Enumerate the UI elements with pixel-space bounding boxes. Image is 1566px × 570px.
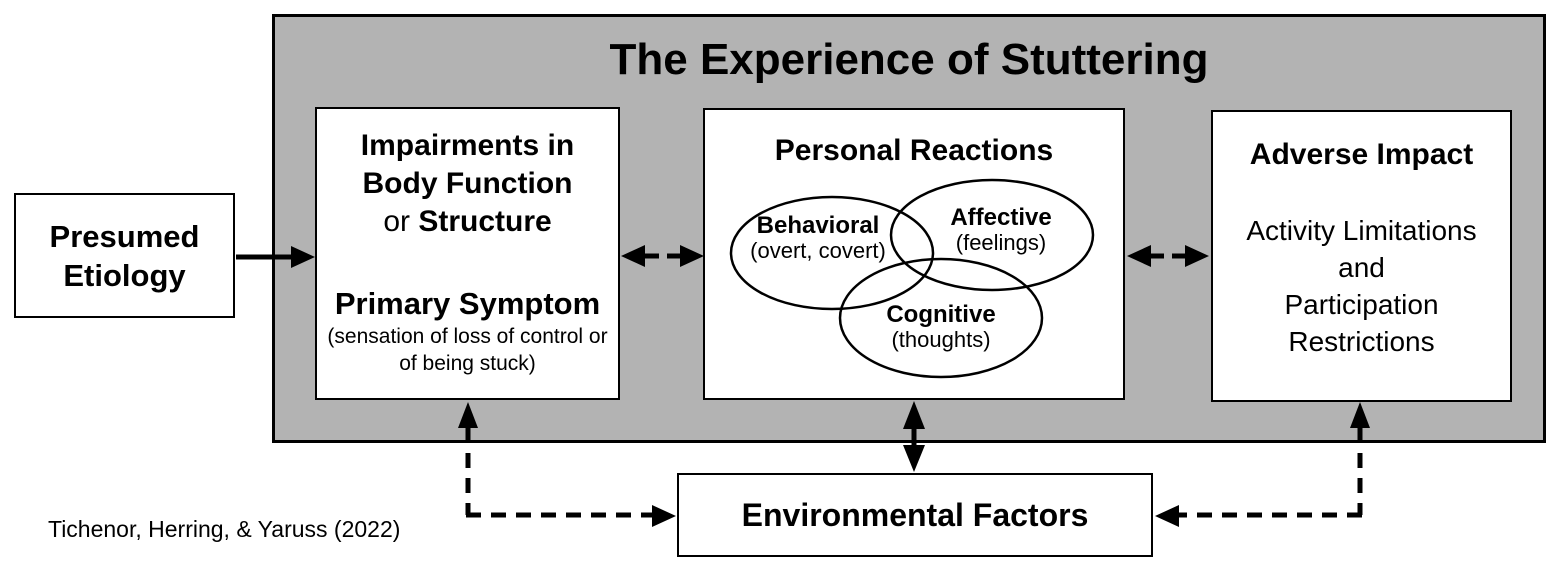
structure-word: Structure	[418, 205, 552, 238]
primary-symptom-title: Primary Symptom	[334, 286, 601, 321]
impairments-heading-line2: Body Function	[362, 167, 573, 200]
primary-symptom-note-line1: (sensation of loss of control or	[327, 325, 608, 348]
primary-symptom-block: Primary Symptom (sensation of loss of co…	[317, 285, 618, 377]
environmental-factors-box: Environmental Factors	[677, 473, 1153, 557]
behavioral-sub-label: (overt, covert)	[750, 238, 886, 263]
presumed-etiology-box: Presumed Etiology	[14, 193, 235, 318]
behavioral-region: Behavioral (overt, covert)	[750, 213, 886, 263]
adverse-impact-line2: and	[1338, 252, 1385, 283]
affective-label: Affective	[950, 204, 1052, 231]
impairments-heading-line1: Impairments in	[360, 129, 575, 162]
adverse-impact-title: Adverse Impact	[1249, 138, 1474, 171]
adverse-impact-line1: Activity Limitations	[1246, 215, 1477, 246]
impairments-heading-line3: or Structure	[317, 203, 618, 241]
primary-symptom-note-line2: of being stuck)	[399, 352, 536, 375]
or-word: or	[383, 205, 419, 238]
impairments-heading: Impairments in Body Function or Structur…	[317, 127, 618, 241]
citation-text: Tichenor, Herring, & Yaruss (2022)	[48, 516, 401, 542]
affective-region: Affective (feelings)	[950, 205, 1051, 255]
panel-title: The Experience of Stuttering	[609, 35, 1209, 84]
cognitive-sub-label: (thoughts)	[891, 327, 991, 352]
impairments-box: Impairments in Body Function or Structur…	[315, 107, 620, 400]
behavioral-label: Behavioral	[756, 212, 880, 239]
adverse-impact-body: Activity Limitations and Participation R…	[1213, 212, 1510, 360]
adverse-impact-line3: Participation	[1284, 289, 1439, 320]
cognitive-region: Cognitive (thoughts)	[886, 302, 995, 352]
personal-reactions-title: Personal Reactions	[774, 134, 1054, 167]
presumed-etiology-line1: Presumed	[49, 218, 200, 254]
adverse-impact-line4: Restrictions	[1288, 326, 1435, 357]
presumed-etiology-line2: Etiology	[63, 257, 186, 293]
cognitive-label: Cognitive	[886, 301, 996, 328]
affective-sub-label: (feelings)	[955, 230, 1047, 255]
environmental-factors-title: Environmental Factors	[741, 496, 1089, 533]
adverse-impact-box: Adverse Impact Activity Limitations and …	[1211, 110, 1512, 402]
